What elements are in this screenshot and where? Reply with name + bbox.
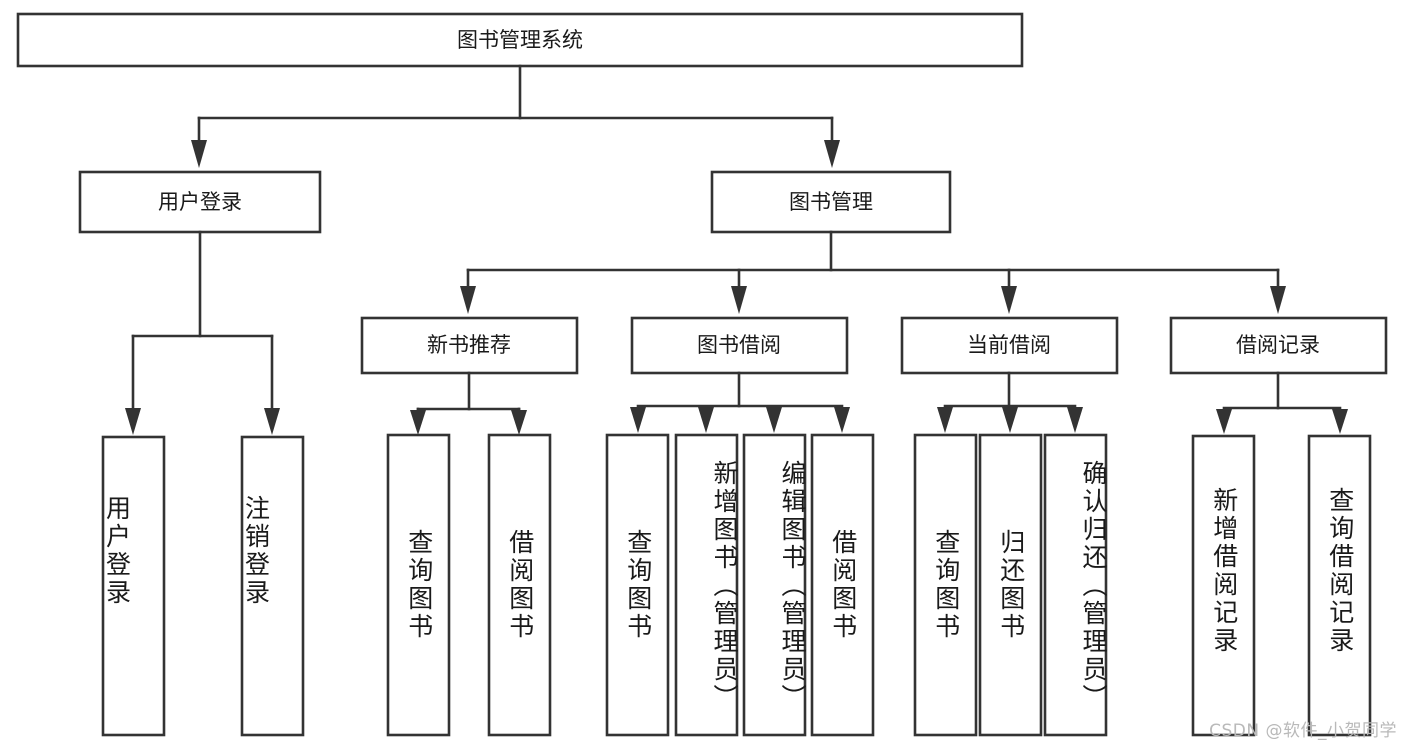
leaf-box-current-1[interactable] (913, 433, 978, 737)
arrow-head-icon-userlogin-1 (125, 408, 141, 435)
arrow-head-icon-level3-3 (1001, 286, 1017, 314)
leaf-box-current-2[interactable] (978, 433, 1043, 737)
arrow-head-icon-current-2 (1002, 407, 1018, 433)
leaf-box-recommend-2[interactable] (487, 433, 552, 737)
arrow-head-icon-level2-2 (824, 140, 840, 168)
leaf-box-current-3[interactable] (1043, 433, 1108, 737)
level2-box-2[interactable] (710, 170, 952, 234)
leaf-box-user-login-2[interactable] (240, 435, 305, 737)
level3-label-4: 借阅记录 (1236, 333, 1320, 357)
arrow-head-icon-current-1 (937, 407, 953, 433)
arrow-head-icon-recommend-1 (410, 410, 426, 435)
level3-box-4[interactable] (1169, 316, 1388, 375)
arrow-head-icon-record-1 (1216, 409, 1232, 434)
node-current-borrow[interactable]: 当前借阅 (900, 316, 1119, 375)
arrow-head-icon-borrow-4 (834, 407, 850, 433)
level2-label-1: 用户登录 (158, 190, 242, 214)
arrow-head-icon-recommend-2 (511, 410, 527, 435)
csdn-watermark: CSDN @软件_小贺同学 (1209, 721, 1397, 741)
level3-label-2: 图书借阅 (697, 333, 781, 357)
arrow-head-icon-level3-2 (731, 286, 747, 314)
root-box[interactable] (16, 12, 1024, 68)
leaf-box-borrow-4[interactable] (810, 433, 875, 737)
node-book-borrow[interactable]: 图书借阅 (630, 316, 849, 375)
leaf-box-record-2[interactable] (1307, 434, 1372, 737)
arrow-head-icon-level2-1 (191, 140, 207, 168)
leaf-box-borrow-1[interactable] (605, 433, 670, 737)
level2-label-2: 图书管理 (789, 190, 873, 214)
level3-box-3[interactable] (900, 316, 1119, 375)
arrow-head-icon-borrow-3 (766, 407, 782, 433)
arrow-head-icon-borrow-1 (630, 407, 646, 433)
arrow-head-icon-borrow-2 (698, 407, 714, 433)
level3-label-3: 当前借阅 (967, 333, 1051, 357)
arrow-head-icon-current-3 (1067, 407, 1083, 433)
leaf-box-record-1[interactable] (1191, 434, 1256, 737)
leaf-box-user-login-1[interactable] (101, 435, 166, 737)
node-new-book-recommend[interactable]: 新书推荐 (360, 316, 579, 375)
leaf-box-recommend-1[interactable] (386, 433, 451, 737)
arrow-head-icon-record-2 (1332, 409, 1348, 434)
node-borrow-record[interactable]: 借阅记录 (1169, 316, 1388, 375)
node-book-management[interactable]: 图书管理 (710, 170, 952, 234)
level3-label-1: 新书推荐 (427, 333, 511, 357)
arrow-head-icon-level3-4 (1270, 286, 1286, 314)
arrow-head-icon-level3-1 (460, 286, 476, 314)
root-label: 图书管理系统 (457, 28, 583, 52)
leaf-box-borrow-2[interactable] (674, 433, 739, 737)
leaf-box-borrow-3[interactable] (742, 433, 807, 737)
level3-box-1[interactable] (360, 316, 579, 375)
arrow-head-icon-userlogin-2 (264, 408, 280, 435)
level3-box-2[interactable] (630, 316, 849, 375)
node-user-login[interactable]: 用户登录 (78, 170, 322, 234)
node-root[interactable]: 图书管理系统 (16, 12, 1024, 68)
